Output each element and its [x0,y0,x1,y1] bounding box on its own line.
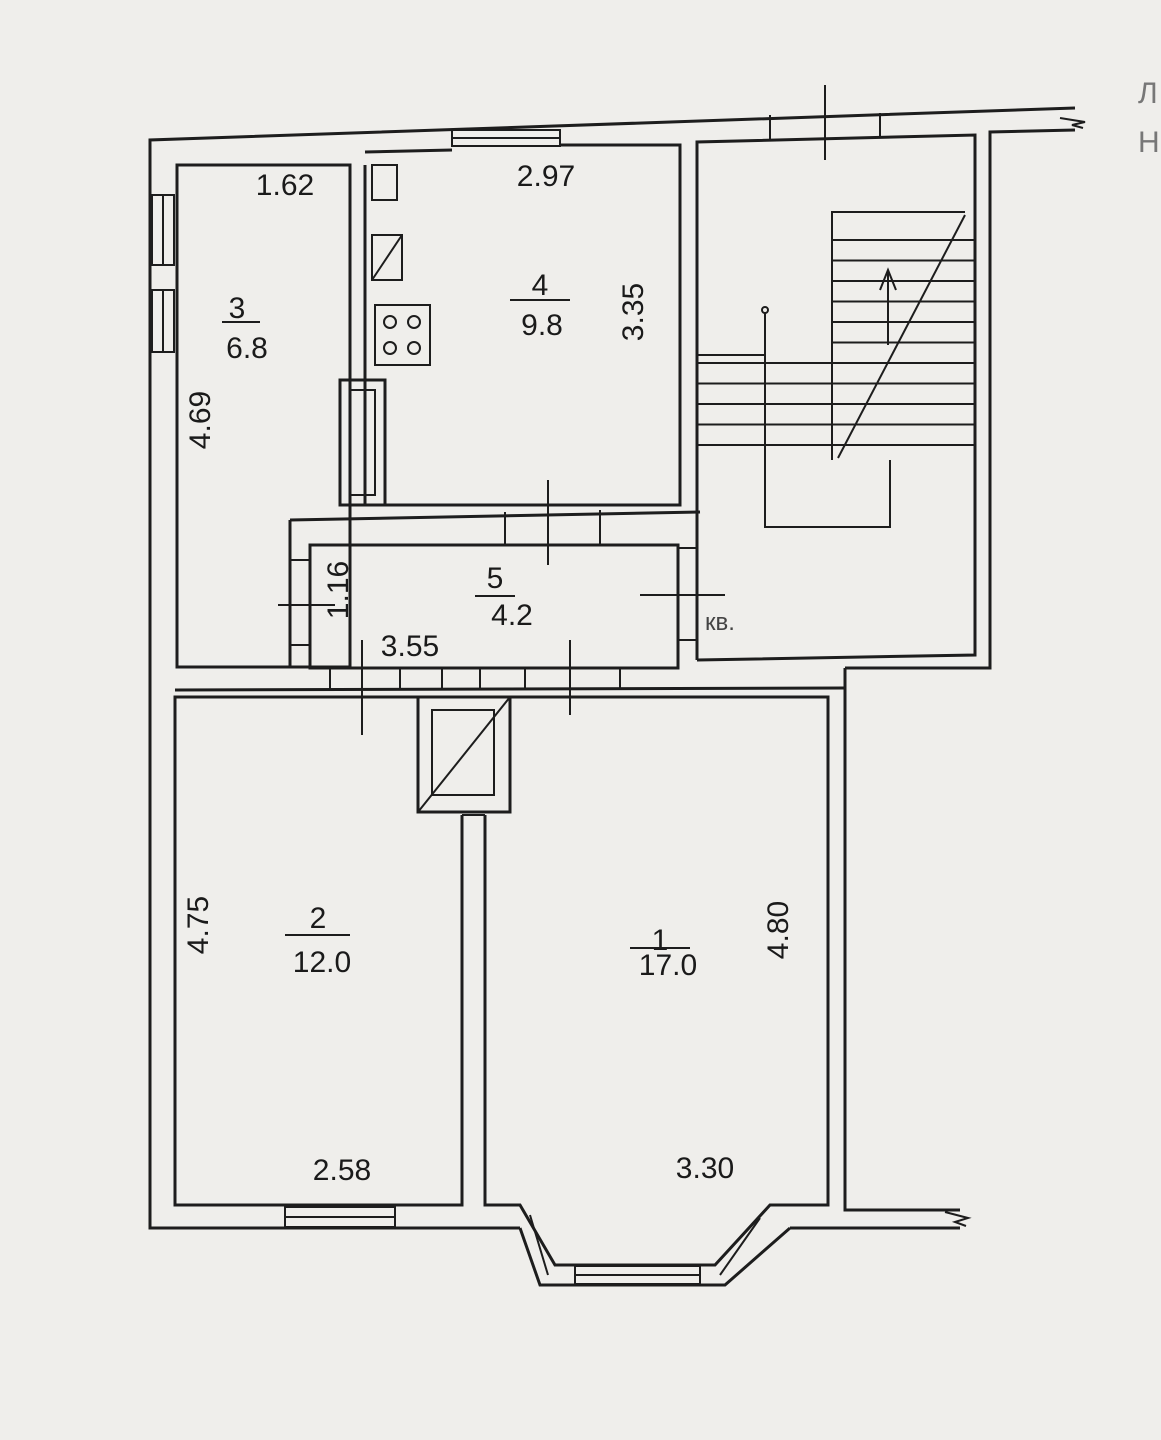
room-1-width: 3.30 [676,1152,734,1185]
kitchen-fixtures [338,164,431,507]
room-3-number: 3 [229,292,246,325]
room-3-width: 1.62 [256,169,314,202]
room-5-area: 4.2 [491,599,533,632]
margin-letter-2: Н [1138,126,1160,159]
apartment-label: кв. [705,609,735,636]
room-4-area: 9.8 [521,309,563,342]
water-heater-icon [371,234,403,281]
ventilation-shaft-icon [416,695,512,814]
room-2-length: 4.75 [182,896,215,954]
room-5-length: 3.55 [381,630,439,663]
room-3-area: 6.8 [226,332,268,365]
room-5-width: 1.16 [322,561,355,619]
room-labels: 1 17.0 4.80 3.30 2 12.0 4.75 2.58 3 6.8 … [182,77,1160,1187]
break-mark-icon [1059,117,1086,129]
room-3-length: 4.69 [184,391,217,449]
room-1-length: 4.80 [762,901,795,959]
windows [151,129,761,1285]
room-4-length: 3.35 [617,283,650,341]
staircase-icon [697,211,975,528]
sink-icon [371,164,398,201]
room-1-area: 17.0 [639,949,697,982]
walls [148,85,1076,1287]
room-2-area: 12.0 [293,946,351,979]
stove-icon [374,304,431,366]
margin-letter-1: Л [1138,77,1158,110]
room-4-width: 2.97 [517,160,575,193]
room-2-width: 2.58 [313,1154,371,1187]
break-mark-icon [944,1211,972,1227]
counter-icon [338,378,387,507]
room-4-number: 4 [532,269,549,302]
room-5-number: 5 [487,562,504,595]
room-2-number: 2 [310,902,327,935]
